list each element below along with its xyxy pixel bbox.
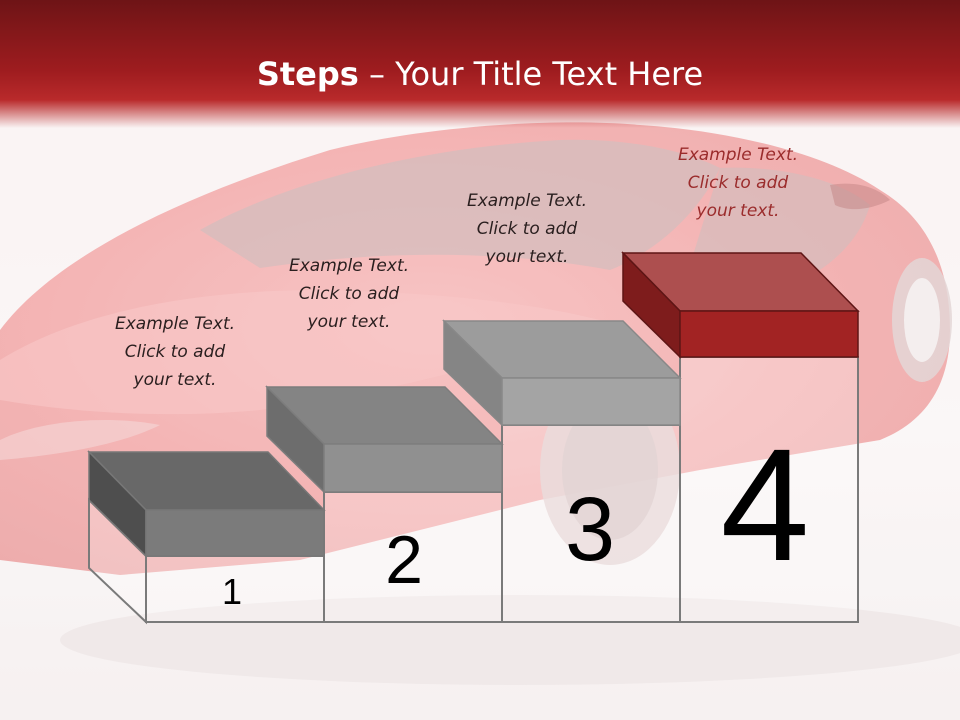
step-4-block xyxy=(621,251,860,359)
step-4-number: 4 xyxy=(720,415,810,594)
step-3-block xyxy=(442,319,682,427)
step-1-caption-line-2: Click to add xyxy=(124,342,226,362)
step-2-caption[interactable]: Example Text. Click to add your text. xyxy=(264,252,434,336)
step-2-caption-line-1: Example Text. xyxy=(288,256,410,276)
step-2-caption-line-2: Click to add xyxy=(298,284,400,304)
step-3-caption-line-1: Example Text. xyxy=(466,191,588,211)
slide-title[interactable]: Steps – Your Title Text Here xyxy=(0,52,960,96)
step-3-caption-line-2: Click to add xyxy=(476,219,578,239)
step-2-block xyxy=(265,385,504,494)
step-1-number: 1 xyxy=(221,571,243,612)
step-2-caption-line-3: your text. xyxy=(307,312,391,332)
step-4-caption-line-2: Click to add xyxy=(687,173,789,193)
step-3-caption[interactable]: Example Text. Click to add your text. xyxy=(442,187,612,271)
step-4-caption[interactable]: Example Text. Click to add your text. xyxy=(653,141,823,225)
step-1-caption-line-1: Example Text. xyxy=(114,314,236,334)
step-4-caption-line-3: your text. xyxy=(696,201,780,221)
title-bar xyxy=(0,0,960,128)
step-3-number: 3 xyxy=(564,480,616,580)
step-1-caption[interactable]: Example Text. Click to add your text. xyxy=(90,310,260,394)
step-1-caption-line-3: your text. xyxy=(133,370,217,390)
step-1-block xyxy=(87,450,326,558)
step-3-caption-line-3: your text. xyxy=(485,247,569,267)
step-2-number: 2 xyxy=(385,522,423,598)
title-bold: Steps xyxy=(256,55,359,93)
title-rest: – Your Title Text Here xyxy=(358,55,704,93)
step-4-caption-line-1: Example Text. xyxy=(677,145,799,165)
